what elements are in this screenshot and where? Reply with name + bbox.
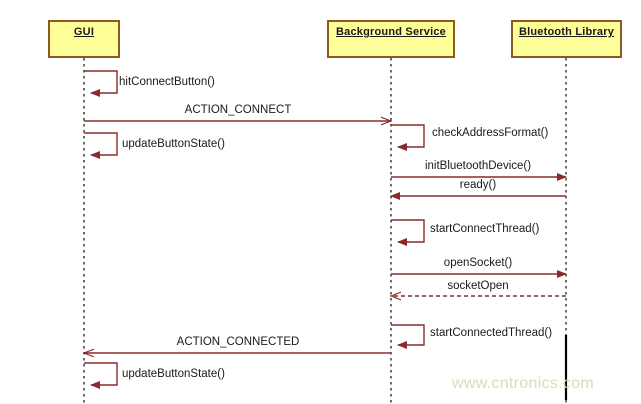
self-message-7 bbox=[391, 219, 425, 246]
message-label-3: checkAddressFormat() bbox=[432, 127, 549, 139]
participant-box-gui[interactable]: GUI bbox=[48, 20, 120, 58]
message-label-5: initBluetoothDevice() bbox=[424, 160, 532, 172]
message-label-4: updateButtonState() bbox=[122, 138, 225, 150]
message-label-12: updateButtonState() bbox=[122, 368, 225, 380]
watermark-text: www.cntronics.com bbox=[452, 375, 595, 392]
self-message-10 bbox=[391, 324, 425, 349]
message-label-8: openSocket() bbox=[443, 257, 513, 269]
self-message-12 bbox=[84, 362, 118, 389]
self-message-3 bbox=[391, 124, 425, 151]
message-label-1: hitConnectButton() bbox=[119, 76, 215, 88]
self-message-4 bbox=[84, 132, 118, 159]
message-label-6: ready() bbox=[459, 179, 497, 191]
participant-label-gui: GUI bbox=[73, 26, 95, 38]
message-label-2: ACTION_CONNECT bbox=[184, 104, 292, 116]
self-message-1 bbox=[84, 70, 118, 97]
messages-group bbox=[84, 70, 567, 389]
participant-box-bluetooth-library[interactable]: Bluetooth Library bbox=[511, 20, 622, 58]
participant-label-bluetooth-library: Bluetooth Library bbox=[518, 26, 615, 38]
message-label-10: startConnectedThread() bbox=[430, 327, 553, 339]
participant-box-background-service[interactable]: Background Service bbox=[327, 20, 455, 58]
participant-label-background-service: Background Service bbox=[336, 26, 446, 38]
message-label-9: socketOpen bbox=[447, 280, 509, 292]
message-label-11: ACTION_CONNECTED bbox=[176, 336, 300, 348]
message-label-7: startConnectThread() bbox=[430, 223, 540, 235]
